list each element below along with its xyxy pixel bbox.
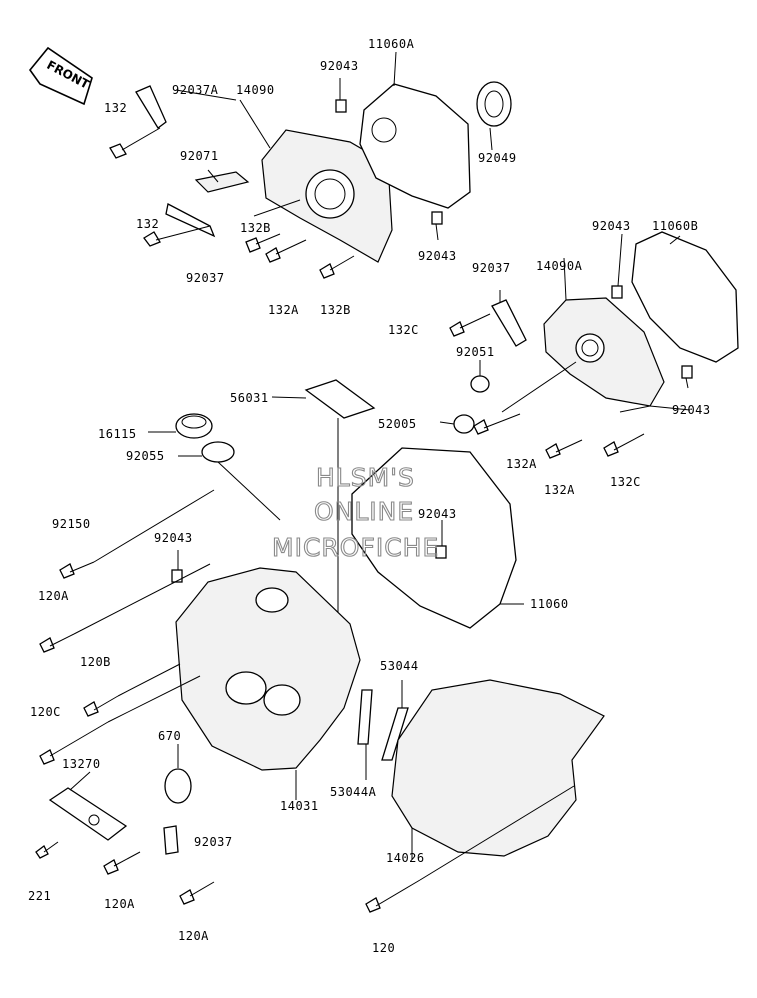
label-120C: 120C — [30, 705, 61, 719]
label-132-mid: 132 — [136, 217, 159, 231]
dowel-92043-r2 — [681, 365, 693, 379]
bolt-132C-a — [449, 313, 491, 337]
label-92051: 92051 — [456, 345, 495, 359]
label-92043-mid: 92043 — [418, 249, 457, 263]
label-132A-r2: 132A — [544, 483, 575, 497]
bolt-120B — [83, 695, 119, 717]
seal-92051 — [470, 375, 490, 393]
watermark-line-3: MICROFICHE — [272, 533, 439, 562]
label-132A-top: 132A — [268, 303, 299, 317]
dowel-92043-mid — [431, 211, 443, 225]
label-120B: 120B — [80, 655, 111, 669]
cover-14026 — [391, 679, 605, 857]
label-120A-b: 120A — [104, 897, 135, 911]
label-92055: 92055 — [126, 449, 165, 463]
label-132C-b: 132C — [610, 475, 641, 489]
label-92043-top: 92043 — [320, 59, 359, 73]
label-132C-a: 132C — [388, 323, 419, 337]
label-92043-g: 92043 — [418, 507, 457, 521]
label-132B-a: 132B — [240, 221, 271, 235]
label-92049: 92049 — [478, 151, 517, 165]
seal-52005 — [453, 414, 475, 434]
bolt-120A-a — [39, 633, 75, 653]
label-13270: 13270 — [62, 757, 101, 771]
label-92043-r1: 92043 — [592, 219, 631, 233]
bolt-132B-a — [245, 233, 281, 253]
label-11060A: 11060A — [368, 37, 415, 51]
strap-92037-bottom — [163, 825, 179, 855]
pin-53044A — [357, 689, 373, 745]
bolt-132A-r1 — [473, 413, 521, 435]
label-120A-c: 120A — [178, 929, 209, 943]
label-132B-b: 132B — [320, 303, 351, 317]
watermark-line-1: HLSM'S — [316, 463, 415, 492]
bolt-120A-c — [179, 881, 215, 905]
label-14031: 14031 — [280, 799, 319, 813]
pin-53044 — [381, 707, 409, 761]
bolt-132-top — [109, 127, 161, 159]
watermark-line-2: ONLINE — [314, 497, 414, 526]
gasket-11060B — [631, 231, 739, 363]
label-92037A: 92037A — [172, 83, 219, 97]
strap-92037A — [135, 85, 167, 129]
clamp-92071 — [194, 171, 250, 193]
dowel-92043-top — [335, 99, 347, 113]
gasket-11060A — [359, 83, 471, 209]
label-14090A: 14090A — [536, 259, 583, 273]
label-670: 670 — [158, 729, 181, 743]
cover-14090-bore — [305, 169, 355, 219]
label-52005: 52005 — [378, 417, 417, 431]
oring-92055 — [201, 441, 235, 463]
label-221: 221 — [28, 889, 51, 903]
bolt-120A-b — [103, 851, 141, 875]
label-92037-right: 92037 — [472, 261, 511, 275]
label-120: 120 — [372, 941, 395, 955]
label-11060: 11060 — [530, 597, 569, 611]
label-53044A: 53044A — [330, 785, 377, 799]
label-11060B: 11060B — [652, 219, 698, 233]
label-132A-r1: 132A — [506, 457, 537, 471]
cover-14031 — [175, 567, 361, 771]
label-92043-r2: 92043 — [672, 403, 711, 417]
label-92037-left: 92037 — [186, 271, 225, 285]
bolt-132B-b — [319, 255, 355, 279]
bolt-132A-r2 — [545, 439, 583, 459]
bolt-132-mid — [143, 225, 211, 247]
strap-92037-right — [491, 299, 527, 347]
plug-16115 — [175, 413, 213, 439]
bolt-120C — [39, 721, 109, 765]
seal-92049 — [476, 81, 512, 127]
label-16115: 16115 — [98, 427, 137, 441]
dowel-92043-c — [171, 569, 183, 583]
label-120A-a: 120A — [38, 589, 69, 603]
screw-221 — [35, 841, 59, 859]
label-plate-56031 — [304, 379, 376, 419]
label-92071: 92071 — [180, 149, 219, 163]
bolt-92150 — [59, 561, 95, 579]
label-92150: 92150 — [52, 517, 91, 531]
label-14090: 14090 — [236, 83, 275, 97]
label-92037-bottom: 92037 — [194, 835, 233, 849]
label-14026: 14026 — [386, 851, 425, 865]
label-56031: 56031 — [230, 391, 269, 405]
bolt-132C-b — [603, 433, 645, 457]
label-53044: 53044 — [380, 659, 419, 673]
oring-670 — [164, 768, 192, 804]
plate-13270 — [48, 787, 128, 841]
bolt-132A-top — [265, 239, 307, 263]
bolt-120 — [365, 785, 575, 913]
front-arrow-icon: FRONT — [28, 46, 93, 106]
dowel-92043-g — [435, 545, 447, 559]
label-92043-c: 92043 — [154, 531, 193, 545]
dowel-92043-r1 — [611, 285, 623, 299]
label-132-top: 132 — [104, 101, 127, 115]
